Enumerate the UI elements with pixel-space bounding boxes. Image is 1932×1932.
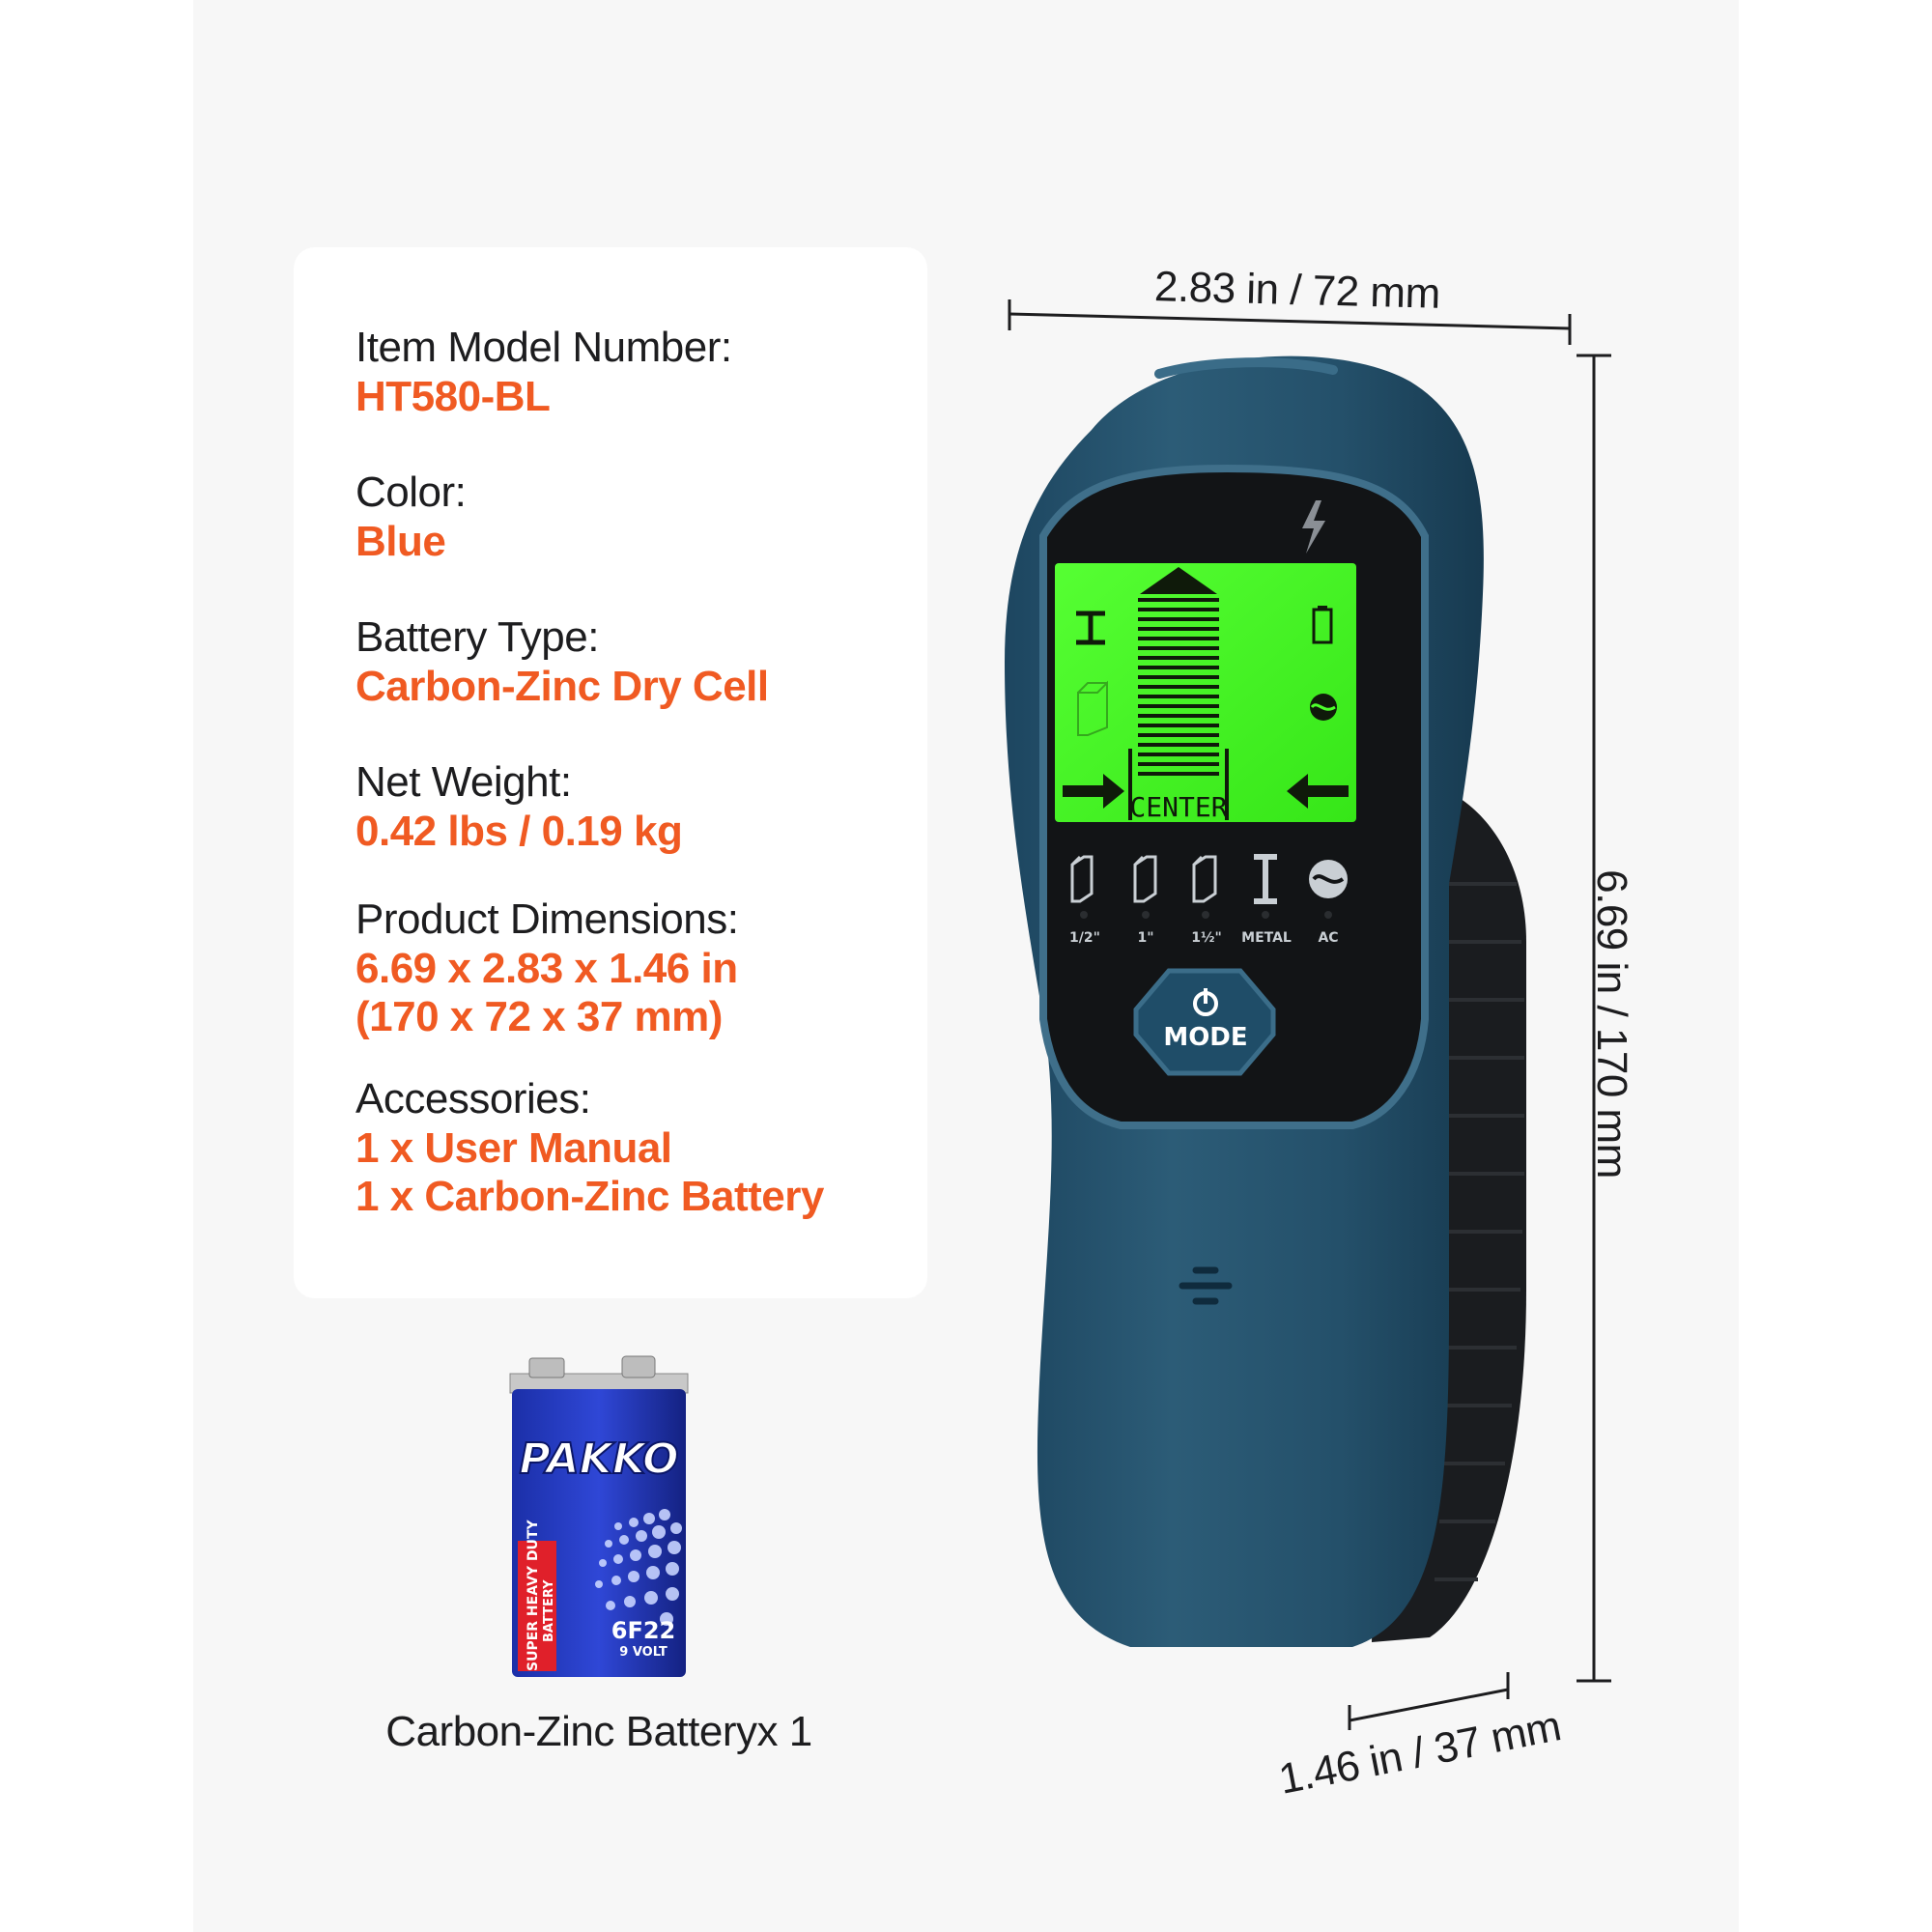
spec-label: Product Dimensions:: [355, 895, 739, 943]
spec-card: Item Model Number: HT580-BL Color: Blue …: [294, 247, 927, 1298]
indicator-label-one: 1": [1137, 930, 1153, 946]
arrow-right-icon: [1063, 774, 1124, 809]
indicator-label-one-half: 1½": [1191, 930, 1222, 946]
spec-value: (170 x 72 x 37 mm): [355, 993, 723, 1040]
stud-arrow-icon: [1140, 567, 1217, 594]
spec-value: 0.42 lbs / 0.19 kg: [355, 808, 683, 855]
stud-finder-device: CENTER 1/2" 1" 1½" METAL AC MODE: [1005, 355, 1526, 1647]
width-dimension-label: 2.83 in / 72 mm: [1153, 263, 1441, 318]
spec-value: Carbon-Zinc Dry Cell: [355, 663, 769, 710]
battery-terminal-icon: [621, 1355, 656, 1378]
battery-side-text: SUPER HEAVY DUTY: [526, 1520, 541, 1671]
depth-dimension-line: [1348, 1672, 1510, 1730]
height-dimension-label: 6.69 in / 170 mm: [1587, 869, 1635, 1179]
lightning-icon: [1302, 500, 1325, 554]
indicator-label-half: 1/2": [1069, 930, 1100, 946]
spec-value: HT580-BL: [355, 373, 551, 420]
stud-one-half-inch-icon: [1192, 855, 1217, 903]
spec-label: Net Weight:: [355, 758, 572, 806]
battery-red-stripe: [518, 1541, 556, 1671]
height-dimension-line: [1577, 354, 1611, 1683]
spec-value: 1 x Carbon-Zinc Battery: [355, 1173, 824, 1220]
width-dimension-line: [1008, 299, 1572, 345]
indicator-icons: [1070, 854, 1277, 904]
battery-brand: PAKKO: [519, 1435, 678, 1484]
spec-dimensions: Product Dimensions: 6.69 x 2.83 x 1.46 i…: [355, 895, 739, 1041]
wood-stud-icon: [1077, 680, 1108, 736]
grip-ribs: [1435, 882, 1524, 1581]
spec-net-weight: Net Weight: 0.42 lbs / 0.19 kg: [355, 757, 683, 856]
battery-side-text: BATTERY: [542, 1579, 556, 1642]
spec-color: Color: Blue: [355, 468, 467, 566]
lcd-center-label: CENTER: [1129, 791, 1227, 823]
battery-terminal-icon: [528, 1357, 565, 1378]
metal-icon: [1254, 854, 1277, 904]
top-ridge: [1154, 357, 1338, 379]
spec-label: Battery Type:: [355, 613, 599, 661]
battery-dot-pattern: [595, 1509, 682, 1626]
signal-bars: [1138, 598, 1219, 776]
speaker-grille: [1179, 1266, 1233, 1305]
spec-label: Item Model Number:: [355, 324, 732, 371]
indicator-leds: [1080, 911, 1332, 919]
lcd-screen: [1055, 563, 1356, 822]
lcd-content: [1063, 567, 1349, 820]
spec-value: 6.69 x 2.83 x 1.46 in: [355, 945, 738, 992]
stud-one-inch-icon: [1133, 855, 1157, 903]
spec-label: Accessories:: [355, 1075, 591, 1122]
spec-model: Item Model Number: HT580-BL: [355, 323, 732, 421]
spec-accessories: Accessories: 1 x User Manual 1 x Carbon-…: [355, 1074, 824, 1221]
arrow-left-icon: [1287, 774, 1349, 809]
battery-voltage: 9 VOLT: [619, 1645, 668, 1660]
spec-value: Blue: [355, 518, 446, 565]
spec-value: 1 x User Manual: [355, 1124, 672, 1172]
battery-image: PAKKO SUPER HEAVY DUTY BATTERY 6F22 9 VO…: [509, 1355, 689, 1677]
mode-button-label: MODE: [1163, 1023, 1247, 1052]
mode-button[interactable]: MODE: [1133, 968, 1276, 1076]
battery-model: 6F22: [611, 1617, 676, 1644]
metal-beam-icon: [1076, 611, 1105, 645]
spec-label: Color:: [355, 469, 467, 516]
battery-caption: Carbon-Zinc Batteryx 1: [385, 1708, 812, 1755]
indicator-label-ac: AC: [1318, 930, 1338, 946]
stud-half-inch-icon: [1070, 855, 1094, 903]
indicator-label-metal: METAL: [1241, 930, 1292, 946]
spec-battery-type: Battery Type: Carbon-Zinc Dry Cell: [355, 612, 769, 711]
